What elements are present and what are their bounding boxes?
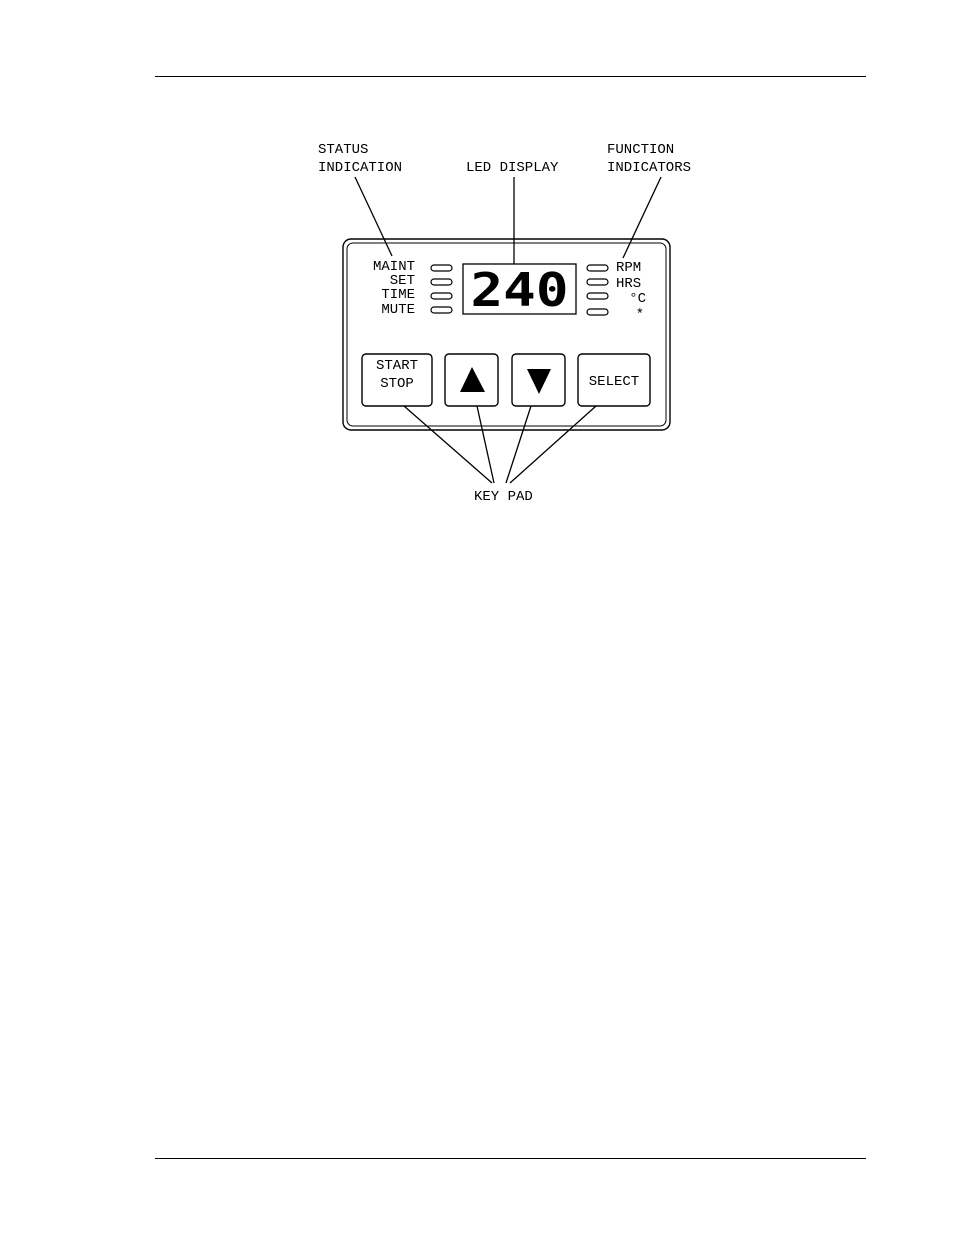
leader-function xyxy=(623,177,661,258)
function-led-rpm xyxy=(587,265,608,271)
leader-key-select xyxy=(510,406,596,483)
callout-function-line2: INDICATORS xyxy=(607,160,691,176)
callout-key-pad: KEY PAD xyxy=(474,489,533,505)
leader-key-down xyxy=(506,406,531,483)
status-label-mute: MUTE xyxy=(381,302,415,318)
key-select-label: SELECT xyxy=(589,374,639,390)
function-label-hrs: HRS xyxy=(616,276,641,292)
key-stop-label: STOP xyxy=(380,376,414,392)
key-select[interactable]: SELECT xyxy=(578,354,650,406)
led-display-value: 240 xyxy=(471,263,569,317)
function-label-rpm: RPM xyxy=(616,260,641,276)
key-up[interactable] xyxy=(445,354,498,406)
function-led-hrs xyxy=(587,279,608,285)
callout-status-line1: STATUS xyxy=(318,142,368,158)
status-led-set xyxy=(431,279,452,285)
function-indicators: RPM HRS °C * xyxy=(616,260,646,323)
callout-led-display: LED DISPLAY xyxy=(466,160,559,176)
key-start-stop[interactable]: START STOP xyxy=(362,354,432,406)
callout-status-line2: INDICATION xyxy=(318,160,402,176)
status-leds xyxy=(431,265,452,313)
callout-function-line1: FUNCTION xyxy=(607,142,674,158)
function-led-celsius xyxy=(587,293,608,299)
status-label-time: TIME xyxy=(381,287,415,303)
function-label-celsius: °C xyxy=(629,291,646,307)
leader-key-start xyxy=(404,406,492,483)
status-led-time xyxy=(431,293,452,299)
function-leds xyxy=(587,265,608,315)
status-indicators: MAINT SET TIME MUTE xyxy=(373,259,415,318)
function-led-star xyxy=(587,309,608,315)
leader-status xyxy=(355,177,392,256)
status-led-maint xyxy=(431,265,452,271)
key-down[interactable] xyxy=(512,354,565,406)
key-start-label: START xyxy=(376,358,418,374)
function-label-star: * xyxy=(636,307,644,323)
status-led-mute xyxy=(431,307,452,313)
leader-lines xyxy=(355,177,661,483)
